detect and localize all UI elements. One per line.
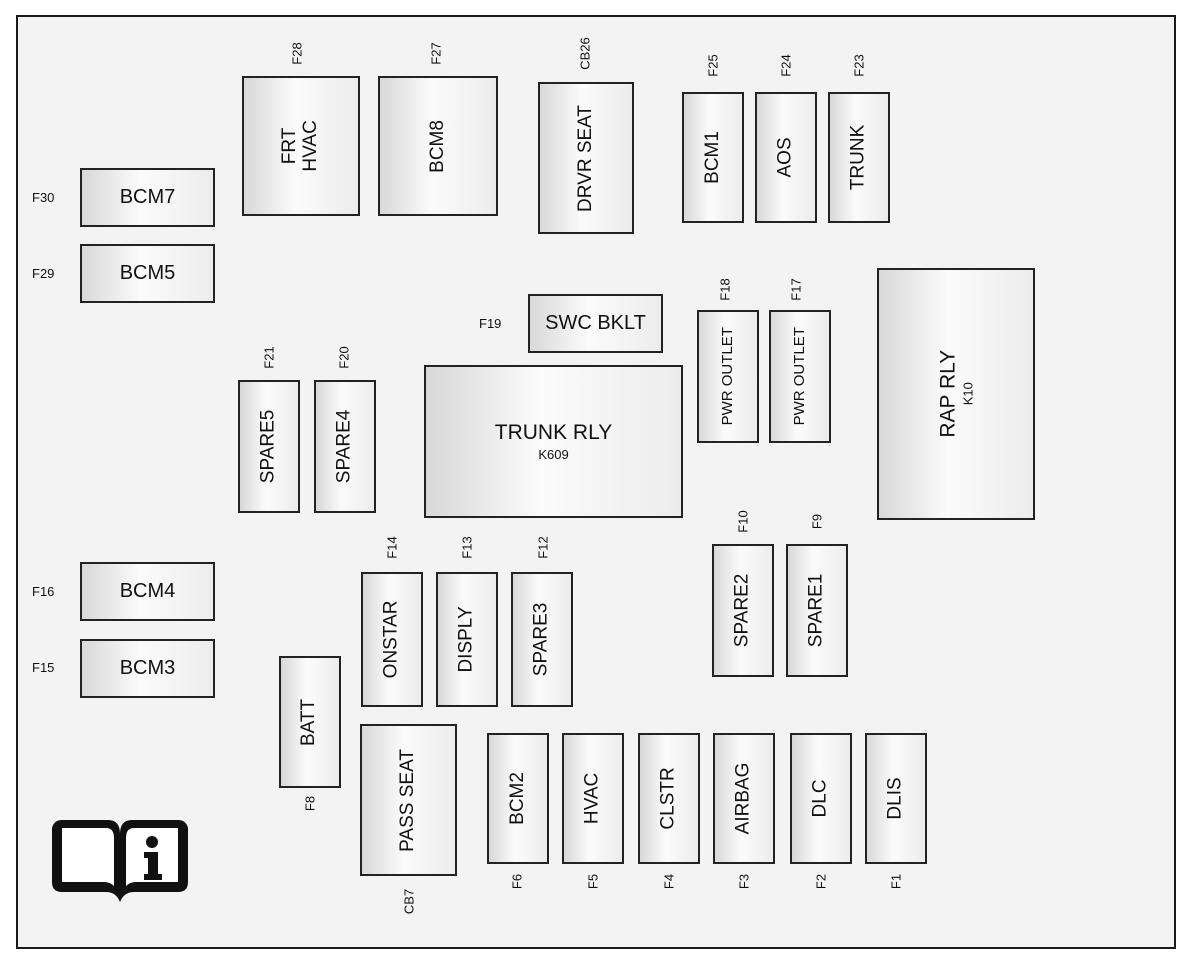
fuse-name: HVAC	[581, 772, 603, 825]
fuse-name: BCM7	[119, 186, 176, 208]
fuse-name: SPARE4	[333, 409, 355, 484]
relay-name: RAP RLY	[936, 350, 960, 438]
fuse-name: SWC BKLT	[545, 312, 646, 334]
fuse-label-f21: F21	[261, 346, 277, 369]
fuse-name: AIRBAG	[732, 762, 754, 835]
fuse-label-f19: F19	[479, 316, 502, 331]
relay-name: TRUNK RLY	[494, 421, 613, 444]
fuse-name: BCM2	[506, 772, 528, 825]
fuse-name: AOS	[774, 137, 796, 178]
fuse-f21[interactable]: SPARE5	[238, 380, 300, 513]
fuse-label-f6: F6	[509, 873, 525, 890]
owner-manual-info-icon	[52, 820, 188, 902]
fuse-label-f20: F20	[336, 346, 352, 369]
fuse-f1[interactable]: DLIS	[865, 733, 927, 864]
fuse-label-f14: F14	[384, 536, 400, 559]
fuse-label-f4: F4	[661, 873, 677, 890]
fuse-f17[interactable]: PWR OUTLET	[769, 310, 831, 443]
fuse-name: TRUNK	[847, 124, 869, 191]
fuse-f8[interactable]: BATT	[279, 656, 341, 788]
fuse-f24[interactable]: AOS	[755, 92, 817, 223]
fuse-name: BATT	[298, 698, 320, 746]
fuse-label-f25: F25	[705, 54, 721, 77]
fuse-f2[interactable]: DLC	[790, 733, 852, 864]
fuse-label-f9: F9	[809, 513, 825, 530]
fuse-f5[interactable]: HVAC	[562, 733, 624, 864]
fuse-label-f16: F16	[32, 584, 55, 599]
fuse-f13[interactable]: DISPLY	[436, 572, 498, 707]
fuse-name: BCM1	[701, 131, 723, 184]
fuse-name: CLSTR	[657, 767, 679, 830]
fuse-f18[interactable]: PWR OUTLET	[697, 310, 759, 443]
fuse-name: BCM5	[119, 262, 176, 284]
fuse-f6[interactable]: BCM2	[487, 733, 549, 864]
fuse-f14[interactable]: ONSTAR	[361, 572, 423, 707]
fuse-f30[interactable]: BCM7	[80, 168, 215, 227]
fuse-f16[interactable]: BCM4	[80, 562, 215, 621]
fuse-label-f27: F27	[428, 42, 444, 65]
fuse-label-f30: F30	[32, 190, 55, 205]
fuse-label-cb26: CB26	[577, 37, 593, 70]
fuse-label-f10: F10	[735, 510, 751, 533]
fuse-name: BCM8	[426, 119, 448, 173]
fuse-name: PASS SEAT	[397, 748, 419, 852]
fuse-name: DRVR SEAT	[574, 104, 596, 212]
fuse-label-f23: F23	[851, 54, 867, 77]
fuse-name: SPARE3	[530, 602, 552, 677]
fuse-label-f15: F15	[32, 660, 55, 675]
fuse-name: DLIS	[884, 777, 906, 820]
fuse-name: SPARE5	[257, 409, 279, 484]
fuse-name: PWR OUTLET	[718, 327, 736, 426]
fuse-f15[interactable]: BCM3	[80, 639, 215, 698]
fuse-label-f1: F1	[888, 873, 904, 890]
fuse-name: SPARE2	[731, 573, 753, 648]
fuse-label-f28: F28	[289, 42, 305, 65]
fuse-label-f13: F13	[459, 536, 475, 559]
fuse-f9[interactable]: SPARE1	[786, 544, 848, 677]
fuse-name: PWR OUTLET	[790, 327, 808, 426]
fuse-label-f24: F24	[778, 54, 794, 77]
fuse-label-f5: F5	[585, 873, 601, 890]
fuse-f12[interactable]: SPARE3	[511, 572, 573, 707]
fuse-name: ONSTAR	[380, 600, 402, 679]
fuse-f20[interactable]: SPARE4	[314, 380, 376, 513]
fuse-name: DLC	[809, 779, 831, 818]
fuse-name: BCM3	[119, 657, 176, 679]
fuse-f23[interactable]: TRUNK	[828, 92, 890, 223]
fuse-cb7[interactable]: PASS SEAT	[360, 724, 457, 876]
relay-trunk[interactable]: TRUNK RLY K609	[424, 365, 683, 518]
fuse-f10[interactable]: SPARE2	[712, 544, 774, 677]
fuse-f27[interactable]: BCM8	[378, 76, 498, 216]
relay-id: K10	[960, 382, 976, 406]
fuse-label-f18: F18	[717, 278, 733, 301]
fuse-name-line2: HVAC	[299, 120, 321, 172]
fuse-label-f3: F3	[736, 873, 752, 890]
fuse-f29[interactable]: BCM5	[80, 244, 215, 303]
fuse-label-f17: F17	[788, 278, 804, 301]
fuse-f3[interactable]: AIRBAG	[713, 733, 775, 864]
fuse-name: SPARE1	[805, 573, 827, 648]
fuse-f25[interactable]: BCM1	[682, 92, 744, 223]
fuse-f4[interactable]: CLSTR	[638, 733, 700, 864]
fuse-label-cb7: CB7	[401, 888, 417, 915]
fuse-name: BCM4	[119, 580, 176, 602]
relay-id: K609	[538, 447, 569, 462]
fuse-label-f29: F29	[32, 266, 55, 281]
fuse-label-f12: F12	[535, 536, 551, 559]
fuse-name-line1: FRT	[279, 127, 301, 165]
fuse-label-f2: F2	[813, 873, 829, 890]
fuse-f19[interactable]: SWC BKLT	[528, 294, 663, 353]
fuse-label-f8: F8	[302, 795, 318, 812]
fuse-cb26[interactable]: DRVR SEAT	[538, 82, 634, 234]
fuse-name: DISPLY	[455, 606, 477, 673]
